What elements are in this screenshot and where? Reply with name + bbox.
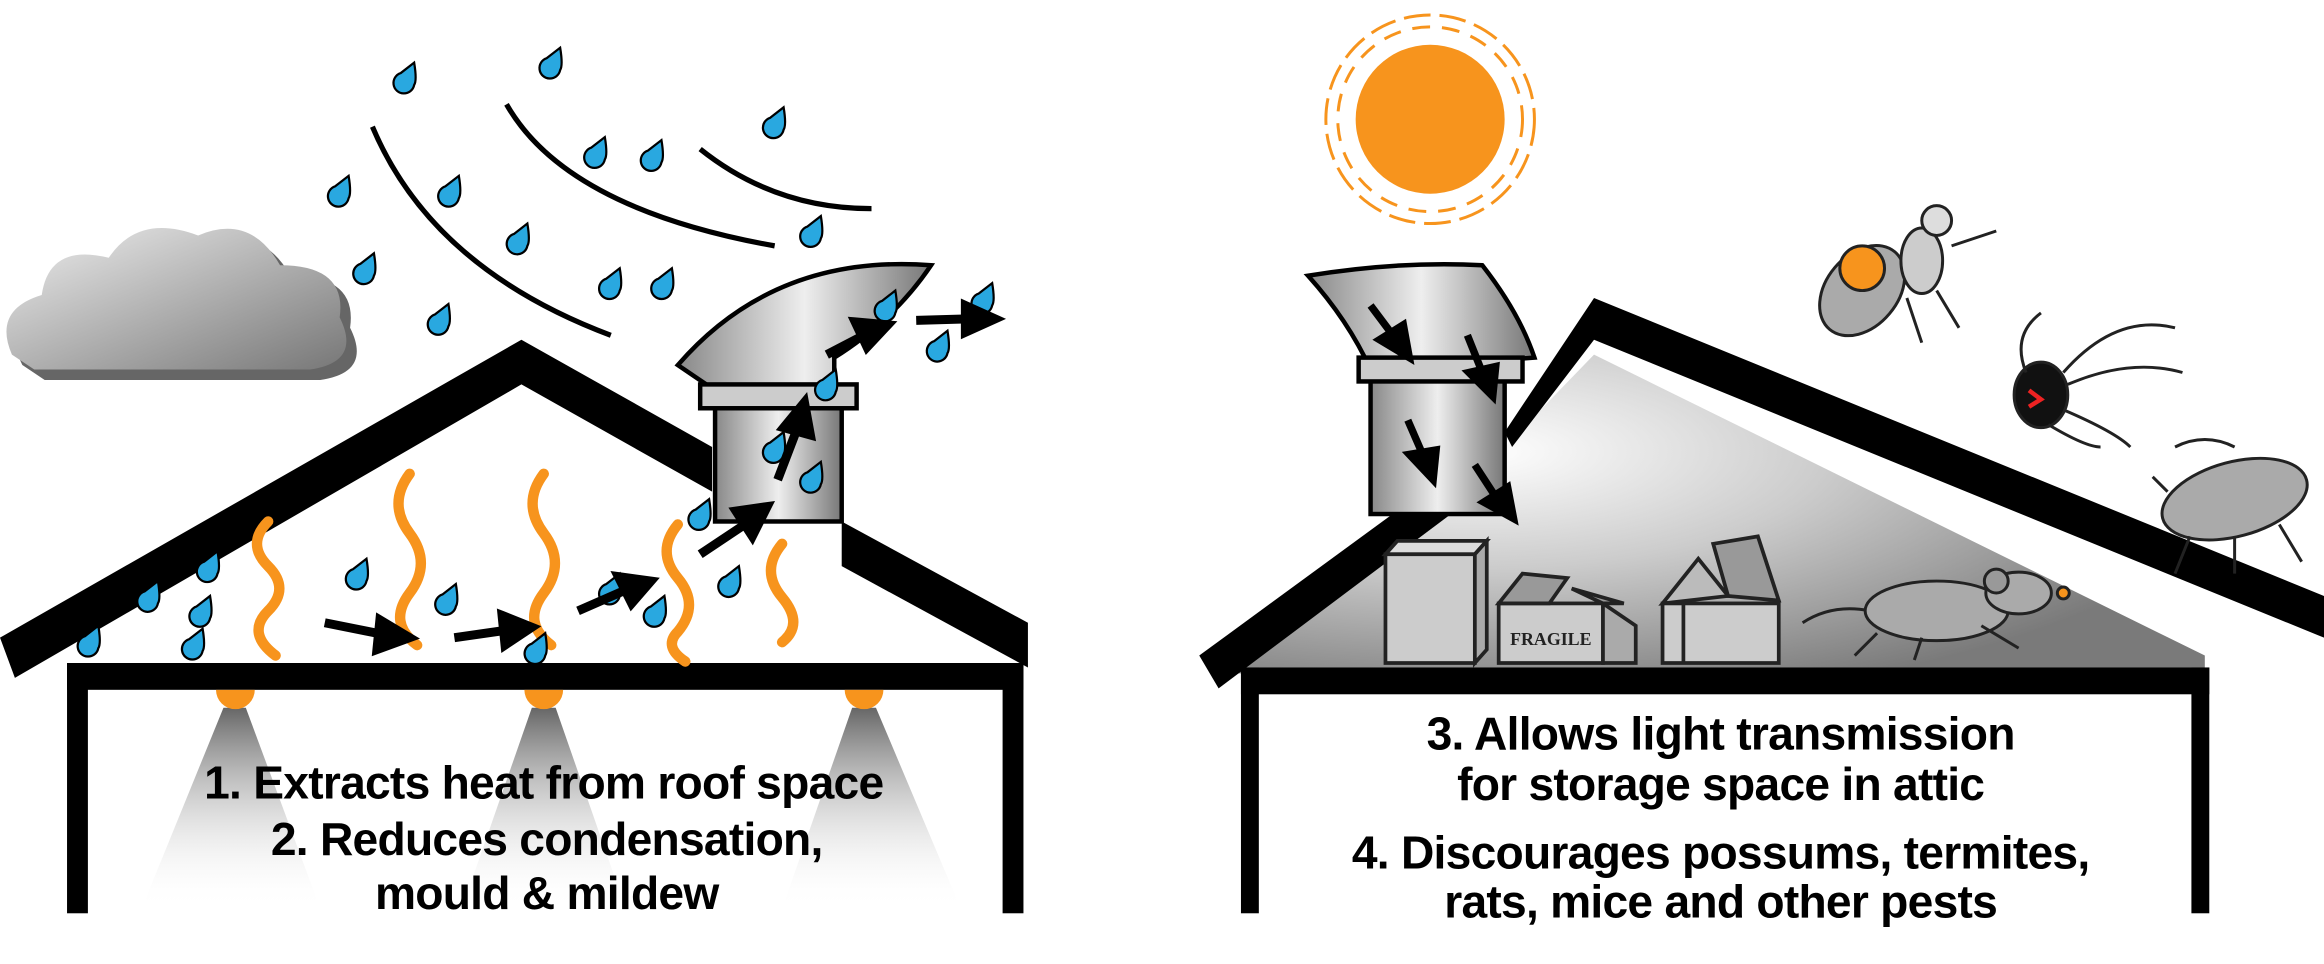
water-drop <box>426 301 452 336</box>
ceiling-lights <box>216 689 884 710</box>
water-drop <box>136 579 161 613</box>
water-drop <box>761 430 787 464</box>
fragile-label: FRAGILE <box>1510 629 1591 649</box>
caption-rats-mice: rats, mice and other pests <box>1444 876 1997 928</box>
water-drop <box>437 173 462 208</box>
caption-reduces-condensation: 2. Reduces condensation, <box>271 813 823 865</box>
ceiling <box>1240 667 2210 695</box>
ceiling <box>67 663 1024 690</box>
cloud <box>6 227 357 380</box>
left-wall <box>67 663 88 914</box>
water-drop <box>925 328 951 363</box>
right-wall <box>1002 663 1024 914</box>
spider <box>2012 311 2183 449</box>
water-droplets <box>76 45 995 666</box>
water-drop <box>650 266 675 301</box>
water-drop <box>639 138 665 172</box>
water-drop <box>505 221 530 256</box>
cockroach <box>2151 438 2309 575</box>
caption-light-transmission: 3. Allows light transmission <box>1427 707 2015 759</box>
airflow-arrows <box>323 298 1007 657</box>
water-drop <box>597 266 623 301</box>
sun <box>1324 13 1536 226</box>
caption-mould-mildew: mould & mildew <box>375 867 719 919</box>
water-drop <box>180 626 206 661</box>
water-drop <box>717 564 742 599</box>
water-drop <box>642 593 668 628</box>
caption-extracts-heat: 1. Extracts heat from roof space <box>204 757 883 809</box>
left-house: 1. Extracts heat from roof space 2. Redu… <box>0 45 1028 919</box>
caption-storage-space: for storage space in attic <box>1457 758 1984 810</box>
rat <box>1801 567 2071 661</box>
left-caption: 1. Extracts heat from roof space 2. Redu… <box>204 757 884 919</box>
right-wall <box>2191 667 2210 914</box>
light-cones <box>141 707 961 909</box>
water-drop <box>813 367 839 402</box>
water-drop <box>76 623 101 658</box>
storage-boxes <box>1381 534 1782 668</box>
water-drop <box>761 105 787 140</box>
water-drop <box>799 459 824 494</box>
water-drop <box>583 135 608 169</box>
water-drop <box>352 251 377 286</box>
roof-right <box>1504 298 2324 638</box>
water-drop <box>392 60 417 95</box>
water-drop <box>434 582 459 616</box>
right-caption: 3. Allows light transmission for storage… <box>1352 707 2090 927</box>
right-house: FRAGILE 3. Allows ligh <box>1199 13 2324 928</box>
wasp <box>1818 204 1997 344</box>
caption-discourages-pests: 4. Discourages possums, termites, <box>1352 827 2090 879</box>
water-drop <box>326 173 352 208</box>
light-arrows <box>1367 303 1519 526</box>
water-drop <box>538 45 563 80</box>
wind-lines <box>370 103 872 338</box>
whirlybird-vent <box>1303 261 1538 517</box>
water-drop <box>188 593 213 628</box>
water-drop <box>344 556 370 591</box>
roof-right <box>841 521 1028 668</box>
left-wall <box>1240 667 1259 914</box>
water-drop <box>799 214 824 248</box>
water-drop <box>523 631 548 666</box>
water-drop <box>195 549 221 584</box>
roof <box>0 339 713 678</box>
water-drop <box>687 497 712 531</box>
heat-waves <box>251 468 799 667</box>
